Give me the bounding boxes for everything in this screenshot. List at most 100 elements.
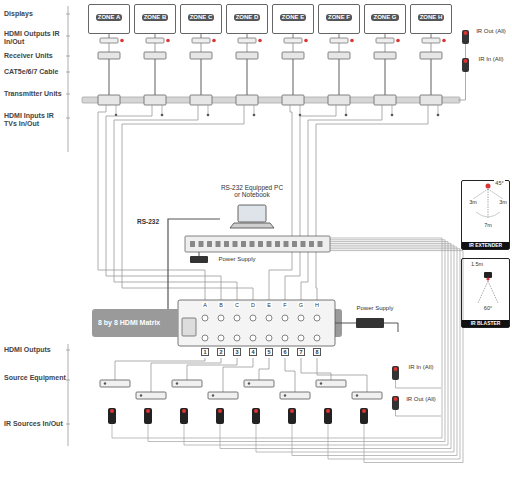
cat-cable	[154, 59, 155, 95]
annotation: 3m	[468, 199, 478, 205]
source-device	[100, 380, 130, 387]
legend-title: IR BLASTER	[462, 320, 509, 327]
section-label: Source Equipment	[4, 374, 66, 382]
hdmi-wire	[316, 105, 428, 300]
source-led	[284, 394, 286, 396]
node-label: ZONE B	[142, 14, 169, 21]
rack-port	[309, 241, 314, 247]
bracket-tick	[66, 350, 70, 351]
annotation: 45°	[494, 180, 504, 186]
hdmi-out-port	[250, 315, 256, 321]
ir-dot	[120, 39, 124, 43]
transmitter-unit	[98, 95, 120, 105]
legend-box: IR EXTENDER	[461, 180, 510, 250]
port-number: 3	[233, 348, 241, 356]
rack-port	[190, 241, 195, 247]
ir-distribution-rack	[185, 236, 330, 252]
ir-emitter	[288, 408, 296, 424]
ir-eye	[362, 409, 366, 413]
cat-cable	[384, 59, 385, 95]
hdmi-out-port	[266, 315, 272, 321]
ir-stub-end	[437, 114, 440, 117]
display-stand	[247, 34, 248, 38]
bracket-line	[68, 6, 69, 152]
ir-emitter	[144, 408, 152, 424]
source-hdmi-wire	[317, 358, 367, 392]
annotation: IR Out (All)	[475, 28, 507, 35]
source-led	[212, 394, 214, 396]
node-label: ZONE G	[371, 14, 398, 21]
hdmi-matrix: 8 by 8 HDMI Matrix	[92, 309, 178, 337]
hdmi-in-port	[234, 335, 240, 341]
ir-source-cable	[292, 247, 457, 456]
port-number: 4	[249, 348, 257, 356]
matrix-device	[178, 300, 335, 346]
ir-stub-end	[161, 114, 164, 117]
ir-eye	[464, 31, 468, 35]
transmitter-unit	[236, 95, 258, 105]
bracket-line	[68, 344, 69, 446]
transmitter-rail	[82, 97, 460, 103]
ir-eye	[182, 409, 186, 413]
hdmi-out-module	[238, 38, 256, 43]
hdmi-out-module	[100, 38, 118, 43]
ir-eye	[110, 409, 114, 413]
ir-source-cable	[112, 238, 442, 438]
rack-port	[233, 241, 238, 247]
source-led	[176, 382, 178, 384]
annotation: Power Supply	[355, 305, 394, 312]
hdmi-cable	[385, 43, 386, 52]
power-cable	[335, 323, 356, 324]
laptop-icon	[220, 203, 284, 229]
hdmi-in-port	[202, 335, 208, 341]
ir-blaster-icon	[484, 272, 492, 278]
ir-stub	[346, 105, 347, 114]
source-led	[356, 394, 358, 396]
hdmi-in-port	[298, 335, 304, 341]
rack-port	[207, 241, 212, 247]
port-number: 5	[265, 348, 273, 356]
transmitter-unit	[144, 95, 166, 105]
hdmi-out-module	[146, 38, 164, 43]
ir-dot	[304, 39, 308, 43]
annotation: E	[266, 302, 272, 308]
source-device	[280, 392, 310, 399]
hdmi-out-module	[330, 38, 348, 43]
node-label: ZONE H	[418, 14, 445, 21]
range-line	[473, 189, 488, 199]
rs232-cable	[168, 219, 220, 309]
display-stand	[339, 34, 340, 38]
display-screen: ZONE A	[88, 4, 130, 34]
ir-cable	[396, 380, 442, 388]
hdmi-out-port	[298, 315, 304, 321]
hdmi-in-port	[282, 335, 288, 341]
rack-port	[258, 241, 263, 247]
hdmi-wire	[269, 105, 292, 300]
range-line	[488, 189, 503, 199]
node-label: ZONE E	[280, 14, 306, 21]
ir-eye	[394, 367, 398, 371]
node-label: ZONE F	[326, 14, 352, 21]
hdmi-out-module	[284, 38, 302, 43]
receiver-unit	[190, 52, 212, 59]
annotation: G	[298, 302, 304, 308]
ir-eye	[218, 409, 222, 413]
display-screen: ZONE G	[364, 4, 406, 34]
ir-dot	[166, 39, 170, 43]
ir-source-cable	[328, 249, 460, 459]
hdmi-in-port	[218, 335, 224, 341]
ir-eye	[464, 59, 468, 63]
display-screen: ZONE B	[134, 4, 176, 34]
section-label: Transmitter Units	[4, 90, 66, 98]
hdmi-cable	[155, 43, 156, 52]
ir-stub-end	[345, 114, 348, 117]
bracket-tick	[66, 94, 70, 95]
hdmi-wire	[301, 105, 382, 300]
power-brick	[356, 318, 384, 328]
hdmi-wire	[122, 105, 253, 300]
bracket-tick	[66, 72, 70, 73]
rack-port	[216, 241, 221, 247]
node-label: ZONE A	[96, 14, 122, 21]
bracket-tick	[66, 424, 70, 425]
